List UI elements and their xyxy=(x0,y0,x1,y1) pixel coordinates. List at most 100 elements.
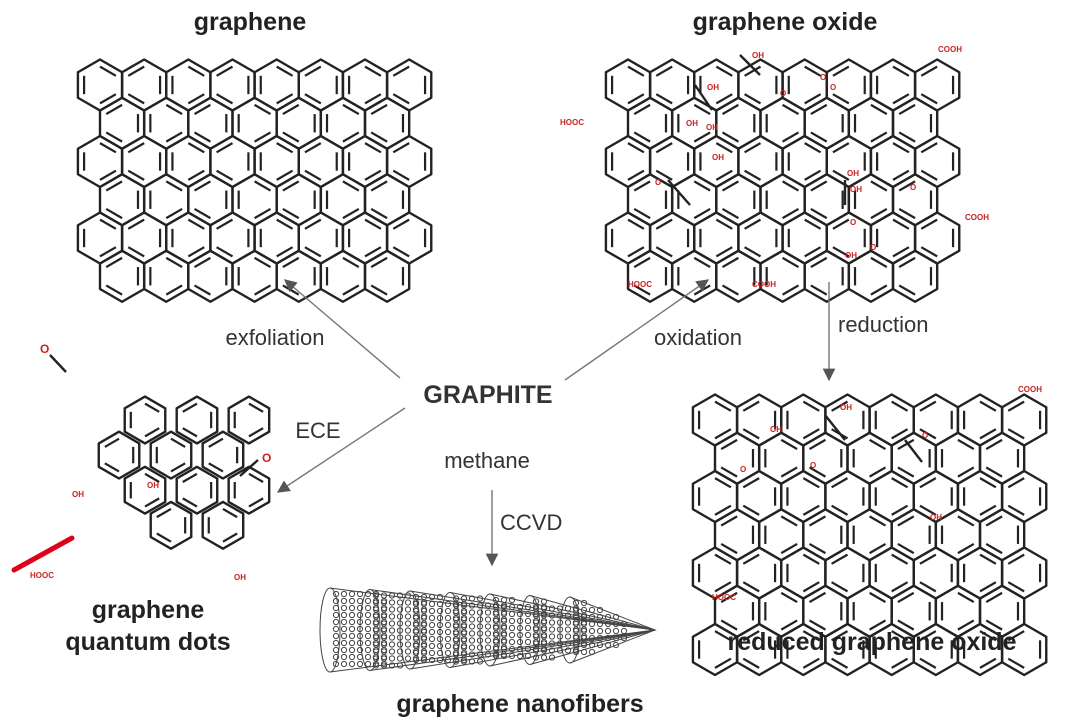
reduced-graphene-oxide-double-bond xyxy=(979,553,997,565)
nanofiber-lattice-cell xyxy=(620,627,628,635)
nanofiber-lattice-cell xyxy=(484,616,492,623)
reduced-graphene-oxide-double-bond xyxy=(869,591,887,604)
nanofiber-lattice-cell xyxy=(396,641,404,648)
nanofiber-lattice-cell xyxy=(548,654,556,661)
gqd-double-bond xyxy=(104,462,120,473)
graphene-double-bond xyxy=(254,180,272,192)
nanofiber-lattice-cell xyxy=(332,660,340,668)
graphene-double-bond xyxy=(193,131,211,143)
nanofiber-lattice-cell xyxy=(580,606,588,614)
nanofiber-lattice-cell xyxy=(404,634,412,641)
graphene-double-bond xyxy=(193,207,211,220)
nanofiber-lattice-cell xyxy=(492,645,500,653)
graphene-oxide-double-bond xyxy=(832,65,850,77)
graphene-quantum-dots-title-line2: quantum dots xyxy=(65,628,230,656)
nanofiber-cone-base xyxy=(439,592,461,668)
nanofiber-lattice-cell xyxy=(508,631,516,639)
gqd-double-bond xyxy=(248,402,264,413)
graphene-oxide-double-bond xyxy=(627,246,645,258)
nanofiber-lattice-cell xyxy=(548,619,556,626)
nanofiber-lattice-cell xyxy=(388,592,396,599)
nanofiber-lattice-cell xyxy=(540,654,548,661)
nanofiber-lattice-cell xyxy=(388,634,396,641)
nanofiber-lattice-cell xyxy=(404,620,412,627)
graphene-oxide-double-bond xyxy=(693,207,711,220)
nanofiber-lattice-cell xyxy=(612,641,620,649)
gqd-double-bond xyxy=(208,462,224,473)
graphene-double-bond xyxy=(193,256,211,269)
nanofiber-lattice-cell xyxy=(604,634,612,642)
gqd-double-bond xyxy=(144,472,160,483)
reduced-graphene-oxide-double-bond xyxy=(742,400,760,412)
nanofiber-lattice-cell xyxy=(572,620,580,628)
graphene-oxide-lattice xyxy=(604,58,961,303)
nanofiber-lattice-cell xyxy=(396,662,404,669)
nanofiber-lattice-cell xyxy=(468,630,476,637)
graphene-oxide-double-bond xyxy=(782,103,800,116)
nanofiber-lattice-cell xyxy=(372,634,380,641)
graphene-oxide-double-bond xyxy=(744,246,762,258)
nanofiber-lattice-cell xyxy=(540,605,548,612)
graphene-oxide-double-bond xyxy=(721,284,739,296)
nanofiber-lattice-cell xyxy=(484,651,492,658)
graphene-oxide-double-bond xyxy=(693,103,711,116)
graphene-oxide-double-bond xyxy=(810,103,828,116)
nanofiber-lattice-cell xyxy=(524,652,532,660)
graphene-oxide-double-bond xyxy=(655,65,673,77)
gqd-ring xyxy=(123,465,167,515)
graphene-oxide-double-bond xyxy=(810,284,828,296)
oh-label: OH xyxy=(845,251,857,260)
reduced-graphene-oxide-double-bond xyxy=(742,504,760,516)
epoxide-bond xyxy=(694,84,713,111)
nanofiber-lattice-cell xyxy=(372,655,380,662)
nanofiber-lattice-cell xyxy=(492,617,500,625)
oxidation-label: oxidation xyxy=(654,325,742,350)
nanofiber-lattice-cell xyxy=(596,627,604,635)
nanofiber-lattice-cell xyxy=(412,600,420,608)
carbonyl-o-label: O xyxy=(40,342,49,356)
graphene-double-bond xyxy=(105,207,123,220)
graphene-double-bond xyxy=(342,207,360,220)
graphene-double-bond xyxy=(254,131,272,143)
cooh-label: COOH xyxy=(965,213,989,222)
nanofiber-lattice-cell xyxy=(412,656,420,664)
nanofiber-lattice-cell xyxy=(468,595,476,602)
nanofiber-lattice-cell xyxy=(596,634,604,642)
nanofiber-lattice-cell xyxy=(420,614,428,622)
graphene-double-bond xyxy=(364,142,382,154)
nanofiber-lattice-cell xyxy=(500,631,508,639)
graphene-double-bond xyxy=(370,284,388,296)
nanofiber-lattice-cell xyxy=(420,600,428,608)
graphene-double-bond xyxy=(165,256,183,269)
cooh-label: COOH xyxy=(1018,385,1042,394)
nanofiber-lattice-cell xyxy=(332,646,340,654)
graphene-double-bond xyxy=(342,103,360,116)
nanofiber-lattice-cell xyxy=(604,613,612,621)
nanofiber-lattice-cell xyxy=(564,626,572,633)
graphene-double-bond xyxy=(276,218,294,230)
oh-label: OH xyxy=(234,573,246,582)
reduced-graphene-oxide-double-bond xyxy=(957,591,975,604)
nanofiber-lattice-cell xyxy=(340,597,348,605)
graphene-double-bond xyxy=(165,284,183,296)
reduced-graphene-oxide-double-bond xyxy=(869,466,887,478)
nanofiber-lattice-cell xyxy=(396,592,404,599)
nanofiber-lattice-cell xyxy=(380,648,388,655)
reduced-graphene-oxide-double-bond xyxy=(742,428,760,440)
epoxide-o-label: O xyxy=(870,243,876,252)
graphene-oxide-double-bond xyxy=(744,218,762,230)
nanofiber-lattice-cell xyxy=(412,607,420,615)
graphene-double-bond xyxy=(392,142,410,154)
reduced-graphene-oxide-double-bond xyxy=(957,619,975,631)
epoxide-bond xyxy=(824,414,846,441)
nanofiber-lattice-cell xyxy=(564,605,572,612)
graphene-double-bond xyxy=(193,284,211,296)
graphene-oxide-double-bond xyxy=(832,142,850,154)
nanofiber-lattice-cell xyxy=(452,651,460,658)
reduced-graphene-oxide-double-bond xyxy=(979,657,997,669)
methane-label: methane xyxy=(444,448,530,473)
nanofiber-lattice-cell xyxy=(612,620,620,628)
nanofiber-lattice-cell xyxy=(348,625,356,633)
oh-label: OH xyxy=(707,83,719,92)
reduced-graphene-oxide-double-bond xyxy=(869,515,887,527)
